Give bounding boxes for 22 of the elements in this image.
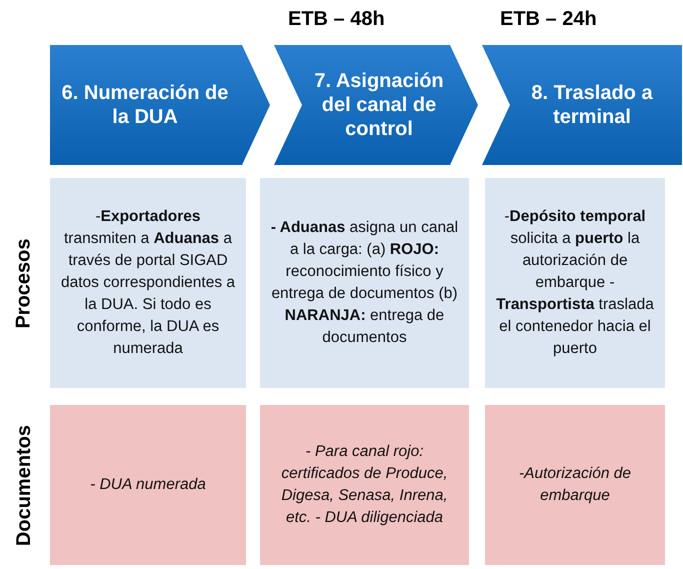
step-title: 7. Asignación del canal de control [313, 69, 445, 142]
row-label: Documentos [12, 424, 36, 546]
document-cell [260, 405, 469, 565]
row-label: Procesos [12, 238, 36, 328]
step-header [482, 45, 682, 165]
cell-text: - DUA numerada [90, 475, 206, 495]
step-title: 8. Traslado a terminal [530, 81, 654, 130]
document-cell [50, 405, 246, 565]
process-cell [260, 178, 469, 388]
document-cell [485, 405, 665, 565]
cell-text: - Aduanas asigna un canal a la carga: (a) ROJO: reconocimiento físico y entrega de documentos (b) NARANJA: entrega de documentos [270, 218, 459, 348]
step-title: 6. Numeración de la DUA [60, 81, 230, 130]
step-header [274, 45, 478, 165]
cell-text: -Autorización de embarque [518, 464, 632, 506]
time-label: ETB – 24h [500, 8, 597, 31]
cell-text: -Exportadores transmiten a Aduanas a través de portal SIGAD datos correspondientes a la DUA. Si todo es conforme, la DUA es numerada [60, 207, 236, 359]
cell-text: - Para canal rojo: certificados de Produce, Digesa, Senasa, Inrena, etc. - DUA diligenciada [280, 442, 449, 528]
process-cell [50, 178, 246, 388]
step-header [50, 45, 270, 165]
cell-text: -Depósito temporal solicita a puerto la autorización de embarque - Transportista traslada el contenedor hacia el puerto [495, 207, 655, 359]
time-label: ETB – 48h [288, 8, 385, 31]
process-cell [485, 178, 665, 388]
